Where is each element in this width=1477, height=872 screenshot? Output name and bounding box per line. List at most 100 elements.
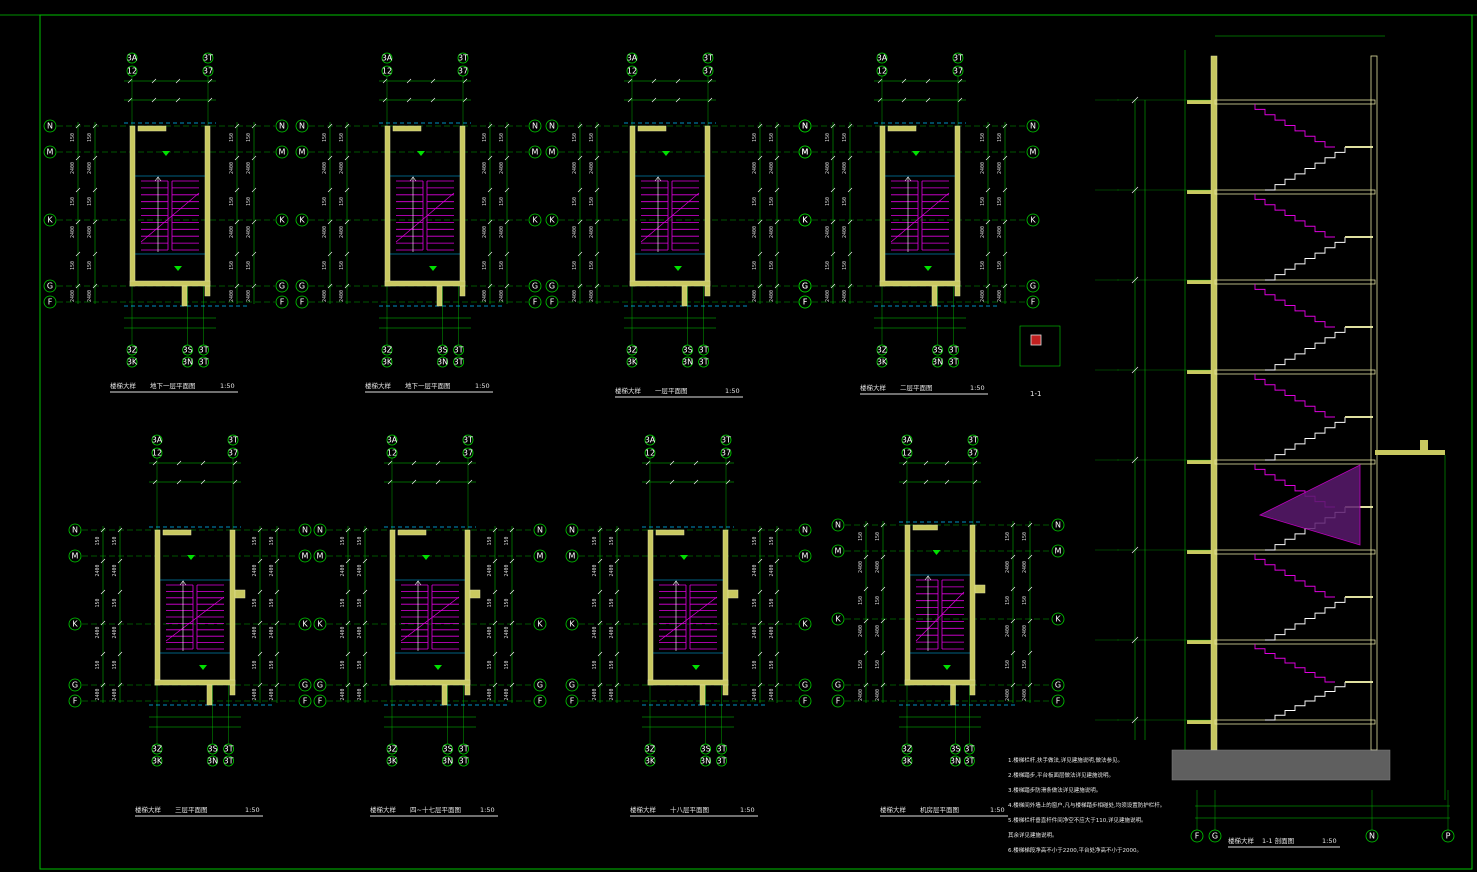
plan-floor-4-17-dim-text-2-4: 150 bbox=[504, 660, 510, 669]
plan-basement-2-dim-text-3-2: 150 bbox=[229, 197, 235, 206]
plan-floor-3-axis-top-left: 3A bbox=[151, 434, 163, 446]
plan-basement-2-dim-tick-1-2 bbox=[92, 187, 98, 193]
plan-floor-18-dim-tick-2-3 bbox=[774, 620, 780, 626]
plan-floor-3-dim-tick-0-4 bbox=[100, 651, 106, 657]
plan-roof-dim-tick-3-4 bbox=[1010, 650, 1016, 656]
plan-basement-1-dim-top-tick-0-2 bbox=[430, 78, 436, 84]
plan-floor-1-axis-right-G-text: G bbox=[802, 282, 808, 291]
plan-basement-1-dim-top-tick-1-2 bbox=[430, 97, 436, 103]
section-level-tick-5 bbox=[1131, 546, 1139, 554]
plan-basement-1-axis-right-K: K bbox=[528, 213, 542, 227]
plan-basement-1-axis-bottom-sub-1: 3N bbox=[437, 356, 449, 368]
plan-floor-2-dim-top-tick-1-0 bbox=[877, 97, 883, 103]
plan-floor-18-axis-right-N: N bbox=[798, 523, 812, 537]
plan-basement-1-dim-text-2-1: 2400 bbox=[499, 162, 505, 174]
plan-floor-3-axis-left-K: K bbox=[68, 617, 82, 631]
plan-roof-dim-top-tick-0-1 bbox=[923, 460, 929, 466]
plan-basement-2-dim-text-0-2: 150 bbox=[70, 197, 76, 206]
plan-floor-18-level-marker-bottom bbox=[692, 665, 700, 670]
plan-floor-18-axis-right-K-text: K bbox=[802, 620, 808, 629]
plan-floor-4-17-dim-tick-3-5 bbox=[492, 682, 498, 688]
plan-floor-1-axis-bottom-sub-2-text: 3T bbox=[699, 358, 709, 367]
plan-basement-2-axis-bottom-2-text: 3T bbox=[199, 346, 209, 355]
plan-floor-1-dim-text-2-4: 150 bbox=[769, 261, 775, 270]
plan-floor-4-17-axis-left-N: N bbox=[313, 523, 327, 537]
plan-floor-1-dim-text-2-3: 2400 bbox=[769, 226, 775, 238]
plan-roof-dim-tick-2-4 bbox=[1027, 650, 1033, 656]
plan-basement-1-dim-text-3-2: 150 bbox=[482, 197, 488, 206]
plan-floor-3-axis-bottom-sub-2-circle bbox=[223, 755, 235, 767]
plan-floor-18-dim-tick-3-2 bbox=[757, 589, 763, 595]
plan-floor-18-title: 楼梯大样 bbox=[630, 805, 657, 814]
plan-floor-1-axis-bottom-sub-0-text: 3K bbox=[627, 358, 638, 367]
plan-basement-1-axis-left-F: F bbox=[295, 295, 309, 309]
plan-floor-2-dim-top-tick-1-1 bbox=[901, 97, 907, 103]
plan-floor-4-17-dim-top-tick-0-0 bbox=[387, 460, 393, 466]
plan-basement-2-wall-stub bbox=[181, 285, 188, 307]
plan-floor-18-dim-tick-2-2 bbox=[774, 589, 780, 595]
plan-floor-18-axis-top-left-circle bbox=[644, 434, 656, 446]
plan-floor-4-17-axis-right-M-circle bbox=[533, 549, 547, 563]
plan-floor-2-dim-tick-3-3 bbox=[985, 219, 991, 225]
plan-basement-1-dim-top-tick-1-3 bbox=[462, 97, 468, 103]
plan-basement-1-axis-bottom-sub-1-circle bbox=[437, 356, 449, 368]
plan-floor-18-axis-top-right-sub-text: 37 bbox=[721, 449, 731, 458]
plan-roof-axis-right-M-circle bbox=[1051, 544, 1065, 558]
plan-floor-18-dim-text-3-3: 2400 bbox=[752, 626, 758, 638]
plan-basement-1-dim-tick-0-0 bbox=[327, 123, 333, 129]
plan-floor-2-dim-tick-2-1 bbox=[1002, 155, 1008, 161]
plan-roof-axis-right-K: K bbox=[1051, 612, 1065, 626]
plan-floor-4-17-axis-right-K: K bbox=[533, 617, 547, 631]
plan-floor-18-axis-bottom-sub-1-circle bbox=[700, 755, 711, 767]
plan-floor-2-dim-tick-0-2 bbox=[830, 187, 836, 193]
plan-basement-2-axis-bottom-sub-2-text: 3T bbox=[199, 358, 209, 367]
plan-roof-level-marker-top bbox=[932, 550, 941, 555]
plan-floor-2-axis-bottom-sub-0: 3K bbox=[876, 356, 888, 368]
plan-basement-1-level-marker-bottom bbox=[429, 266, 437, 271]
plan-floor-3-cut-line bbox=[165, 596, 225, 642]
section-foundation bbox=[1171, 749, 1391, 781]
section-level-tick-7 bbox=[1131, 716, 1139, 724]
section-wall-left bbox=[1210, 55, 1218, 751]
plan-floor-18-dim-top-tick-1-2 bbox=[693, 479, 699, 485]
plan-floor-2-axis-left-K-text: K bbox=[802, 216, 808, 225]
plan-floor-3-axis-bottom-1-text: 3S bbox=[208, 745, 218, 754]
plan-basement-1-dim-tick-1-2 bbox=[344, 187, 350, 193]
plan-roof-dim-tick-1-1 bbox=[880, 554, 886, 560]
plan-floor-2-axis-left-M-text: M bbox=[802, 148, 809, 157]
plan-basement-1-axis-right-F-text: F bbox=[533, 298, 538, 307]
plan-roof-wall-stub bbox=[950, 684, 956, 706]
plan-roof-axis-bottom-1-text: 3S bbox=[950, 745, 960, 754]
section-flight-b-6 bbox=[1265, 682, 1346, 721]
plan-floor-2-axis-top-left-text: 3A bbox=[877, 54, 888, 63]
section-flight-a-1 bbox=[1254, 194, 1335, 238]
plan-basement-1-dim-text-3-0: 150 bbox=[482, 133, 488, 142]
plan-floor-3-axis-left-M-circle bbox=[68, 549, 82, 563]
plan-basement-1-axis-left-M-circle bbox=[295, 145, 309, 159]
plan-floor-2-dim-tick-1-1 bbox=[847, 155, 853, 161]
plan-floor-4-17-axis-right-K-circle bbox=[533, 617, 547, 631]
plan-roof-axis-bottom-0: 3Z bbox=[901, 743, 913, 755]
plan-floor-2-axis-left-N: N bbox=[798, 119, 812, 133]
plan-floor-18-dim-tick-1-1 bbox=[614, 558, 620, 564]
plan-floor-3-axis-right-F-text: F bbox=[303, 697, 308, 706]
plan-floor-1-dim-tick-3-4 bbox=[757, 251, 763, 257]
plan-roof-dim-top-tick-0-3 bbox=[972, 460, 978, 466]
section-level-tick-3 bbox=[1131, 366, 1139, 374]
plan-floor-18-dim-tick-0-3 bbox=[597, 620, 603, 626]
plan-basement-2-dim-text-0-0: 150 bbox=[70, 133, 76, 142]
plan-floor-1-axis-bottom-1-text: 3S bbox=[683, 346, 693, 355]
plan-floor-18-dim-tick-3-3 bbox=[757, 620, 763, 626]
plan-basement-1-dim-tick-3-2 bbox=[487, 187, 493, 193]
plan-floor-4-17-dim-tick-0-2 bbox=[345, 589, 351, 595]
plan-floor-2-axis-right-G-circle bbox=[1026, 279, 1040, 293]
plan-roof-axis-left-M-circle bbox=[831, 544, 845, 558]
plan-floor-18-axis-bottom-2: 3T bbox=[716, 743, 727, 755]
plan-floor-1-dim-text-1-3: 2400 bbox=[589, 226, 595, 238]
